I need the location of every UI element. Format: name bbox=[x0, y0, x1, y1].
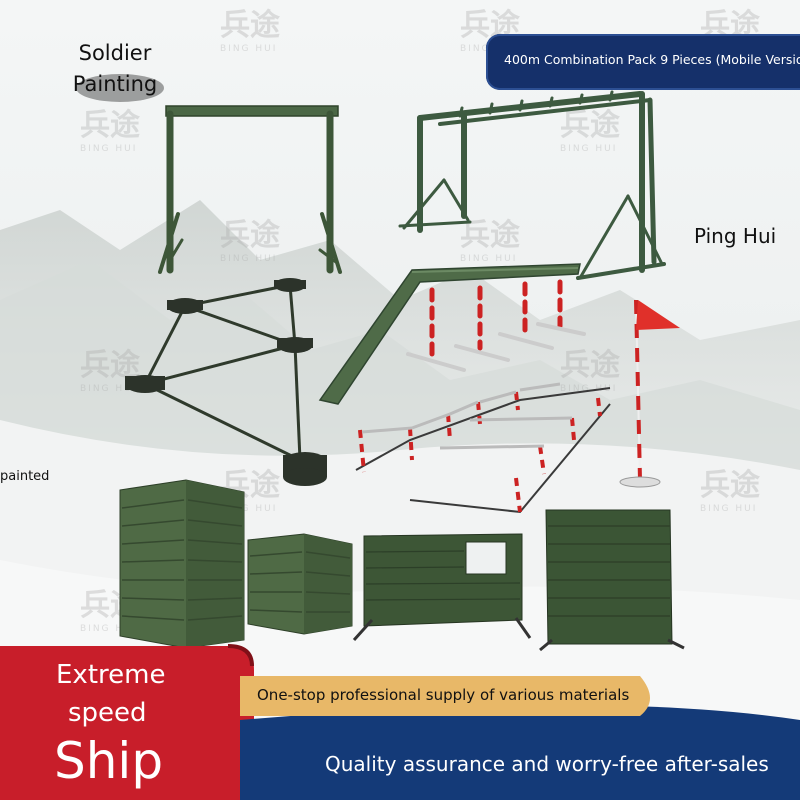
brand-line-2: Painting bbox=[72, 72, 158, 96]
balance-beam-ramp bbox=[318, 263, 581, 405]
brand-title: Soldier Painting bbox=[60, 38, 170, 100]
painted-label: painted bbox=[0, 469, 50, 484]
speed-banner-line-3: Ship bbox=[54, 732, 164, 790]
stepping-frame bbox=[143, 283, 302, 462]
quality-line: Quality assurance and worry-free after-s… bbox=[325, 752, 769, 776]
blue-banner bbox=[240, 705, 800, 800]
gate-frame bbox=[158, 105, 342, 274]
promo-line: One-stop professional supply of various … bbox=[257, 686, 630, 704]
product-badge-text: 400m Combination Pack 9 Pieces (Mobile V… bbox=[504, 52, 800, 67]
gold-promo-strip bbox=[240, 676, 650, 716]
flag-pole bbox=[619, 299, 680, 488]
ping-hui-label: Ping Hui bbox=[694, 224, 777, 248]
speed-banner-line-2: speed bbox=[68, 698, 147, 728]
short-crate bbox=[247, 533, 353, 635]
red-banner bbox=[0, 646, 254, 800]
brand-line-1: Soldier bbox=[78, 41, 152, 65]
ground-hurdle-ladder bbox=[355, 382, 611, 514]
low-hurdles bbox=[406, 279, 586, 372]
window-wall bbox=[352, 533, 532, 642]
speed-banner-line-1: Extreme bbox=[56, 660, 166, 690]
stepping-pads bbox=[125, 278, 327, 486]
monkey-bars bbox=[398, 90, 666, 280]
product-badge bbox=[486, 34, 800, 90]
solid-wall bbox=[539, 509, 685, 652]
tall-crate bbox=[119, 479, 245, 649]
